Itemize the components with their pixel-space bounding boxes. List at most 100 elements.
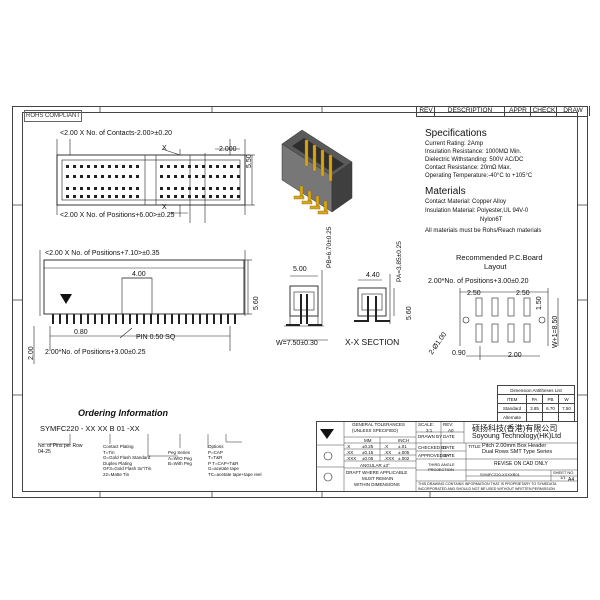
pin-dot bbox=[223, 195, 226, 198]
options-item: P=CAP bbox=[208, 449, 223, 455]
dim-5-00: 5.00 bbox=[293, 266, 307, 273]
rev-value: A0 bbox=[448, 428, 454, 433]
pin-dot bbox=[108, 195, 111, 198]
pin-lead bbox=[199, 314, 201, 324]
pin-dot bbox=[136, 187, 139, 190]
pin-dot bbox=[160, 195, 163, 198]
pin-dot bbox=[80, 175, 83, 178]
peg-option: A=W/O Peg bbox=[168, 455, 192, 461]
options-item: TC=acetate tape+tape reel bbox=[208, 471, 262, 477]
footer-line-2: INCORPORATED AND SHOULD NOT BE USED WITH… bbox=[418, 486, 555, 491]
pcb-dim-1-50: 1.50 bbox=[536, 296, 543, 310]
pin-lead bbox=[164, 314, 166, 324]
dim-side-top: <2.00 X No. of Positions+7.10>±0.35 bbox=[45, 250, 160, 257]
pin-dot bbox=[122, 195, 125, 198]
drawing-inner-frame bbox=[22, 112, 578, 492]
pin-dot bbox=[202, 187, 205, 190]
pin-lead bbox=[213, 314, 215, 324]
revise-note: REVISE ON CAD ONLY bbox=[494, 461, 548, 467]
description-header: DESCRIPTION bbox=[434, 106, 505, 116]
dim-table-cell: 7.50 bbox=[557, 403, 576, 413]
third-angle-projection: THIRD ANGLE PROJECTION bbox=[428, 462, 455, 472]
pin-lead bbox=[122, 314, 124, 324]
rev-header-rule bbox=[416, 116, 588, 117]
materials-title: Materials bbox=[425, 186, 466, 197]
title-label: TITLE: bbox=[468, 444, 482, 449]
plating-option: G=Gold Flash Standard bbox=[103, 455, 151, 460]
x-marker-lower: X bbox=[162, 204, 167, 211]
plating-option: 22=Matte Tin bbox=[103, 471, 130, 477]
spec-line: Current Rating: 2Amp bbox=[425, 141, 484, 147]
general-tol-2: (UNLESS SPECIFIED) bbox=[352, 428, 399, 433]
sheet-value: 1/1 bbox=[560, 475, 566, 480]
pin-label: PIN 0.50 SQ bbox=[136, 334, 176, 341]
title-line-2: Dual Rows SMT Type Series bbox=[482, 449, 553, 455]
pin-dot bbox=[167, 195, 170, 198]
pin-dot bbox=[167, 165, 170, 168]
options-title: Options bbox=[208, 444, 224, 449]
pin-lead bbox=[227, 314, 229, 324]
check-header: CHECK bbox=[530, 106, 557, 116]
pin-dot bbox=[216, 175, 219, 178]
pin-dot bbox=[129, 187, 132, 190]
pin-dot bbox=[188, 195, 191, 198]
specs-title: Specifications bbox=[425, 128, 487, 139]
pin-lead bbox=[101, 314, 103, 324]
title-line-1: Pitch 2.00mm Box Header bbox=[482, 443, 547, 449]
spec-line: Insulation Resistance: 1000MΩ Min. bbox=[425, 149, 522, 155]
pin-dot bbox=[136, 195, 139, 198]
pin-dot bbox=[160, 165, 163, 168]
tol-cell: .XXX bbox=[384, 456, 395, 461]
side-view-drawing bbox=[33, 250, 252, 364]
sheet-label: SHEET NO. bbox=[553, 470, 575, 475]
pin-dot bbox=[129, 175, 132, 178]
pin-dot bbox=[129, 195, 132, 198]
pin-dot bbox=[108, 165, 111, 168]
pcb-title-1: Recommended P.C.Board bbox=[456, 253, 543, 262]
rev-header: REV bbox=[416, 106, 435, 116]
tol-cell: ±.005 bbox=[398, 450, 410, 455]
pin-dot bbox=[160, 175, 163, 178]
dim-pa: PA=3.85±0.25 bbox=[396, 241, 403, 282]
pin-lead bbox=[150, 314, 152, 324]
pin-lead bbox=[73, 314, 75, 324]
approved-by: APPROVED BY bbox=[418, 453, 451, 458]
section-label: X-X SECTION bbox=[345, 337, 400, 347]
pin-dot bbox=[188, 165, 191, 168]
footer-line-1: THIS DRAWING CONTAINS INFORMATION THAT I… bbox=[418, 482, 557, 486]
pin-dot bbox=[167, 187, 170, 190]
pcb-dim-2-50b: 2.50 bbox=[516, 290, 530, 297]
pins-label: No. of Pins per Row bbox=[38, 443, 83, 449]
company-name-en: Soyoung Technology(HK)Ltd bbox=[472, 433, 561, 440]
tol-cell: .XX bbox=[384, 450, 392, 455]
material-line: Contact Material: Copper Alloy bbox=[425, 199, 507, 205]
title-block bbox=[316, 421, 578, 492]
pin-dot bbox=[223, 165, 226, 168]
tol-inch: INCH bbox=[398, 438, 409, 443]
pin-dot bbox=[115, 175, 118, 178]
pin-dot bbox=[87, 165, 90, 168]
pin-dot bbox=[87, 195, 90, 198]
dim-positions: <2.00 X No. of Positions+6.00>±0.25 bbox=[60, 212, 175, 219]
draft-line-1: DRAFT WHERE APPLICABLE bbox=[346, 470, 408, 475]
pin-dot bbox=[66, 187, 69, 190]
pin-dot bbox=[188, 175, 191, 178]
pin-dot bbox=[174, 195, 177, 198]
rev-label: REV: bbox=[443, 422, 454, 427]
dim-table-header: ITEM bbox=[497, 394, 527, 404]
pcb-title-2: Layout bbox=[484, 262, 507, 271]
angular-tol: ANGULAR ±3° bbox=[360, 463, 390, 468]
dim-side-5-60: 5.60 bbox=[253, 296, 260, 310]
pin-dot bbox=[209, 175, 212, 178]
pin-dot bbox=[101, 187, 104, 190]
pin-dot bbox=[188, 187, 191, 190]
pin-dot bbox=[202, 165, 205, 168]
pin-dot bbox=[237, 175, 240, 178]
pin-dot bbox=[66, 165, 69, 168]
pcb-dim-w: W+1=8.50 bbox=[552, 315, 559, 348]
dim-table-cell: 6.70 bbox=[541, 403, 559, 413]
dim-side-2-00: 2.00 bbox=[28, 346, 35, 360]
pin-dot bbox=[195, 195, 198, 198]
pin-dot bbox=[101, 165, 104, 168]
pin-dot bbox=[209, 165, 212, 168]
